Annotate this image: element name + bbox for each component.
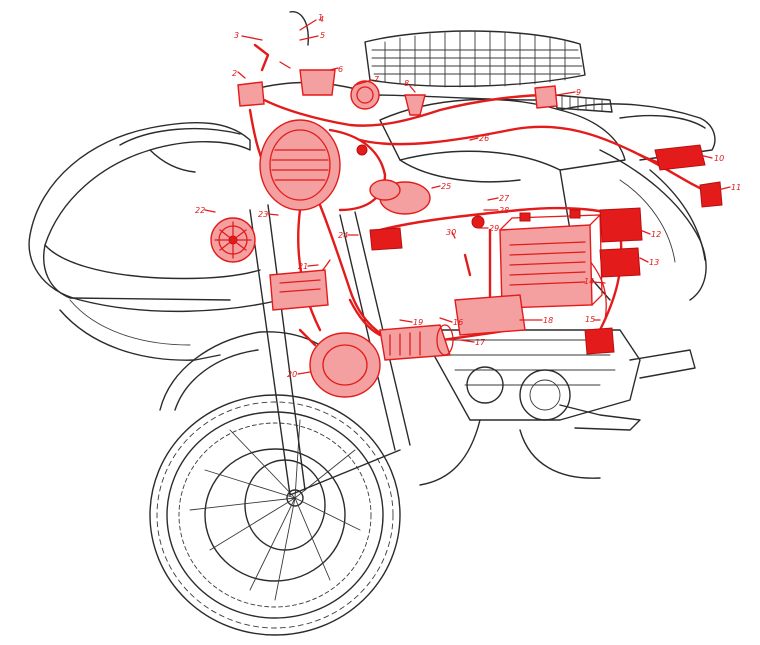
callout-5: 5	[320, 31, 325, 40]
connector-panel	[269, 269, 329, 311]
callout-8: 8	[404, 79, 409, 88]
spare-tyre	[364, 30, 586, 88]
callout-27: 27	[499, 194, 510, 203]
distributor	[454, 215, 526, 336]
ignition-coil	[369, 179, 431, 215]
frame-and-tank	[379, 98, 716, 486]
callout-2: 2	[232, 69, 237, 78]
callout-20: 20	[287, 370, 297, 379]
callout-23: 23	[258, 210, 268, 219]
callout-labels: 1 2 3 4 5 6 7 8 9 10 11 12 13 14 15 16 1…	[195, 13, 741, 379]
callout-7: 7	[374, 75, 380, 84]
callout-16: 16	[453, 318, 463, 327]
callout-21: 21	[298, 262, 308, 271]
callout-15: 15	[585, 315, 595, 324]
callout-6: 6	[338, 65, 343, 74]
callout-11: 11	[731, 183, 741, 192]
callout-12: 12	[651, 230, 661, 239]
generator	[298, 328, 381, 398]
callout-28: 28	[499, 206, 509, 215]
callout-25: 25	[441, 182, 451, 191]
callout-17: 17	[475, 338, 486, 347]
callout-19: 19	[413, 318, 423, 327]
callout-4: 4	[319, 15, 324, 24]
horn	[210, 217, 256, 263]
junction-block	[369, 227, 403, 251]
callout-13: 13	[649, 258, 659, 267]
front-wheel	[149, 394, 401, 636]
right-switch	[534, 85, 558, 109]
speedometer	[299, 69, 380, 110]
left-switch	[237, 43, 270, 107]
callout-10: 10	[714, 154, 724, 163]
battery	[499, 209, 603, 309]
callout-30: 30	[446, 228, 456, 237]
starter-motor	[379, 324, 454, 361]
callout-3: 3	[234, 31, 239, 40]
callout-18: 18	[543, 316, 553, 325]
callout-22: 22	[195, 206, 205, 215]
regulator-relay	[599, 207, 643, 278]
fuse-box	[584, 327, 615, 355]
headlight	[259, 119, 387, 212]
sidecar-body	[28, 121, 281, 361]
tail-light	[654, 144, 723, 208]
callout-24: 24	[338, 231, 348, 240]
callout-14: 14	[584, 277, 594, 286]
ignition-switch	[404, 94, 426, 116]
callout-1: 1	[318, 13, 323, 22]
callout-9: 9	[576, 88, 581, 97]
callout-26: 26	[479, 134, 489, 143]
callout-29: 29	[489, 224, 499, 233]
callout-leaders	[204, 19, 731, 375]
